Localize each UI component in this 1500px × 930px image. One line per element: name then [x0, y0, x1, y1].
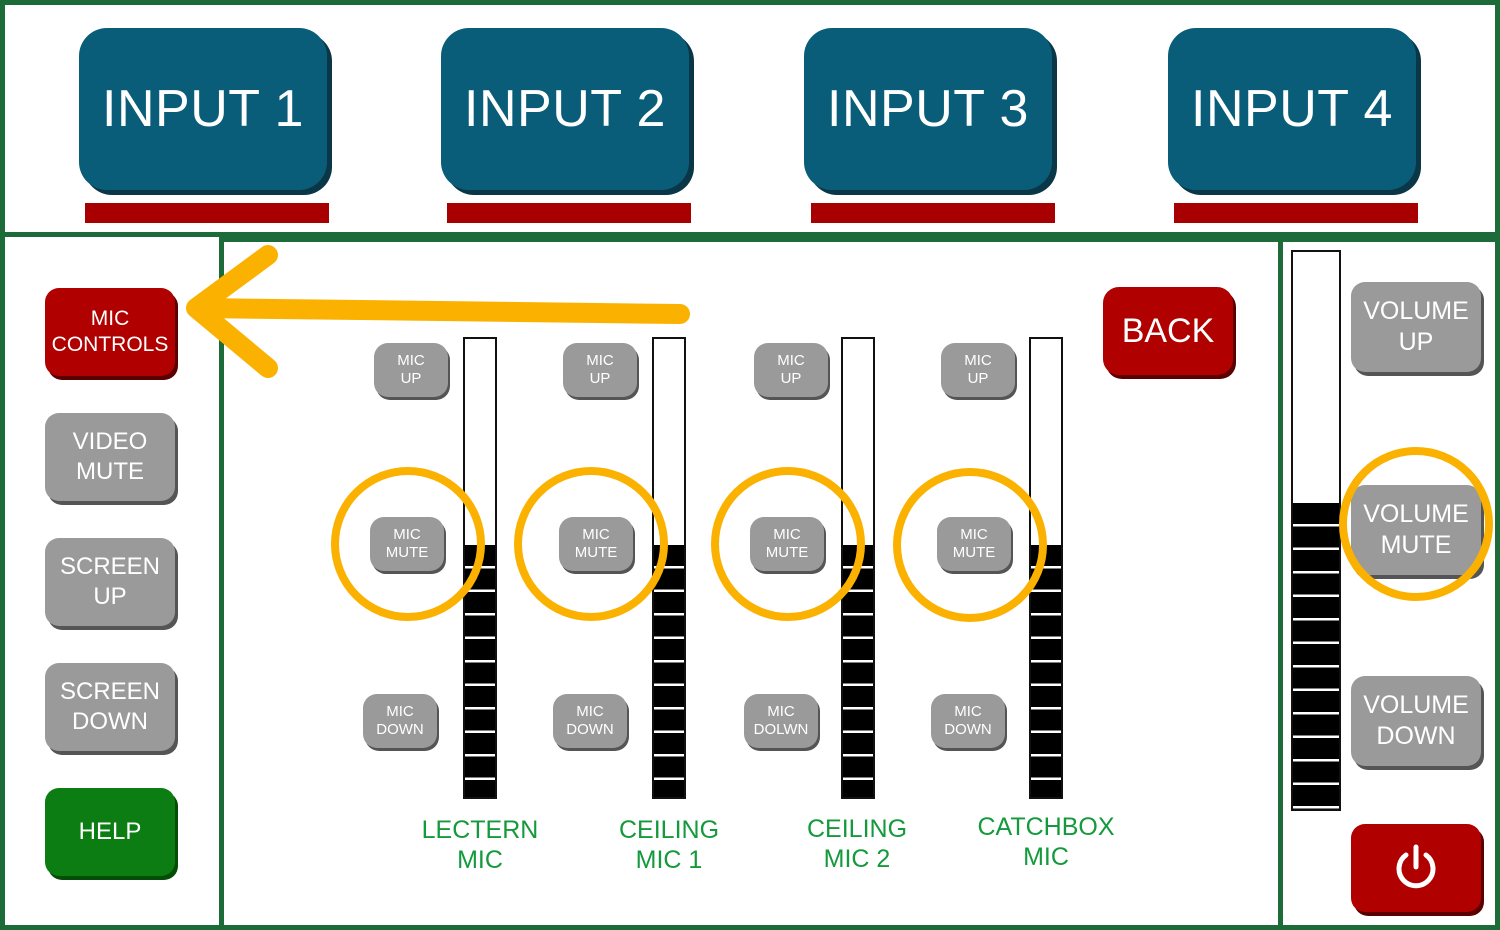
volume-down-button[interactable]: VOLUME DOWN: [1351, 676, 1481, 766]
input-2-button[interactable]: INPUT 2: [441, 28, 689, 190]
ceiling-mic-2-mute-button[interactable]: MIC MUTE: [750, 517, 824, 571]
ceiling-mic-2-level-meter: [841, 337, 875, 799]
ceiling-mic-1-level-meter: [652, 337, 686, 799]
ceiling-mic-1-up-button[interactable]: MIC UP: [563, 343, 637, 397]
input-3-button[interactable]: INPUT 3: [804, 28, 1052, 190]
ceiling-mic-2-up-button[interactable]: MIC UP: [754, 343, 828, 397]
help-button[interactable]: HELP: [45, 788, 175, 876]
lectern-mic-down-button[interactable]: MIC DOWN: [363, 694, 437, 748]
volume-up-button[interactable]: VOLUME UP: [1351, 282, 1481, 372]
volume-level-meter: [1291, 250, 1341, 811]
lectern-mic-mute-button[interactable]: MIC MUTE: [370, 517, 444, 571]
ceiling-mic-1-down-button[interactable]: MIC DOWN: [553, 694, 627, 748]
lectern-mic-label: LECTERN MIC: [421, 816, 539, 874]
lectern-mic-level-meter: [463, 337, 497, 799]
ceiling-mic-2-down-button[interactable]: MIC DOLWN: [744, 694, 818, 748]
catchbox-mic-label: CATCHBOX MIC: [977, 813, 1115, 871]
input-1-button[interactable]: INPUT 1: [79, 28, 327, 190]
input-2-indicator: [447, 203, 691, 223]
mic-controls-button[interactable]: MIC CONTROLS: [45, 288, 175, 376]
screen-down-button[interactable]: SCREEN DOWN: [45, 663, 175, 751]
ceiling-mic-1-mute-button[interactable]: MIC MUTE: [559, 517, 633, 571]
input-1-indicator: [85, 203, 329, 223]
catchbox-mic-down-button[interactable]: MIC DOWN: [931, 694, 1005, 748]
input-3-indicator: [811, 203, 1055, 223]
catchbox-mic-mute-button[interactable]: MIC MUTE: [937, 517, 1011, 571]
back-button[interactable]: BACK: [1103, 287, 1233, 375]
video-mute-button[interactable]: VIDEO MUTE: [45, 413, 175, 501]
input-4-indicator: [1174, 203, 1418, 223]
lectern-mic-up-button[interactable]: MIC UP: [374, 343, 448, 397]
power-button[interactable]: [1351, 824, 1481, 912]
ceiling-mic-1-label: CEILING MIC 1: [618, 816, 720, 874]
power-icon: [1396, 844, 1436, 889]
catchbox-mic-level-meter: [1029, 337, 1063, 799]
volume-mute-button[interactable]: VOLUME MUTE: [1351, 485, 1481, 575]
catchbox-mic-up-button[interactable]: MIC UP: [941, 343, 1015, 397]
ceiling-mic-2-label: CEILING MIC 2: [806, 815, 908, 873]
screen-up-button[interactable]: SCREEN UP: [45, 538, 175, 626]
input-4-button[interactable]: INPUT 4: [1168, 28, 1416, 190]
